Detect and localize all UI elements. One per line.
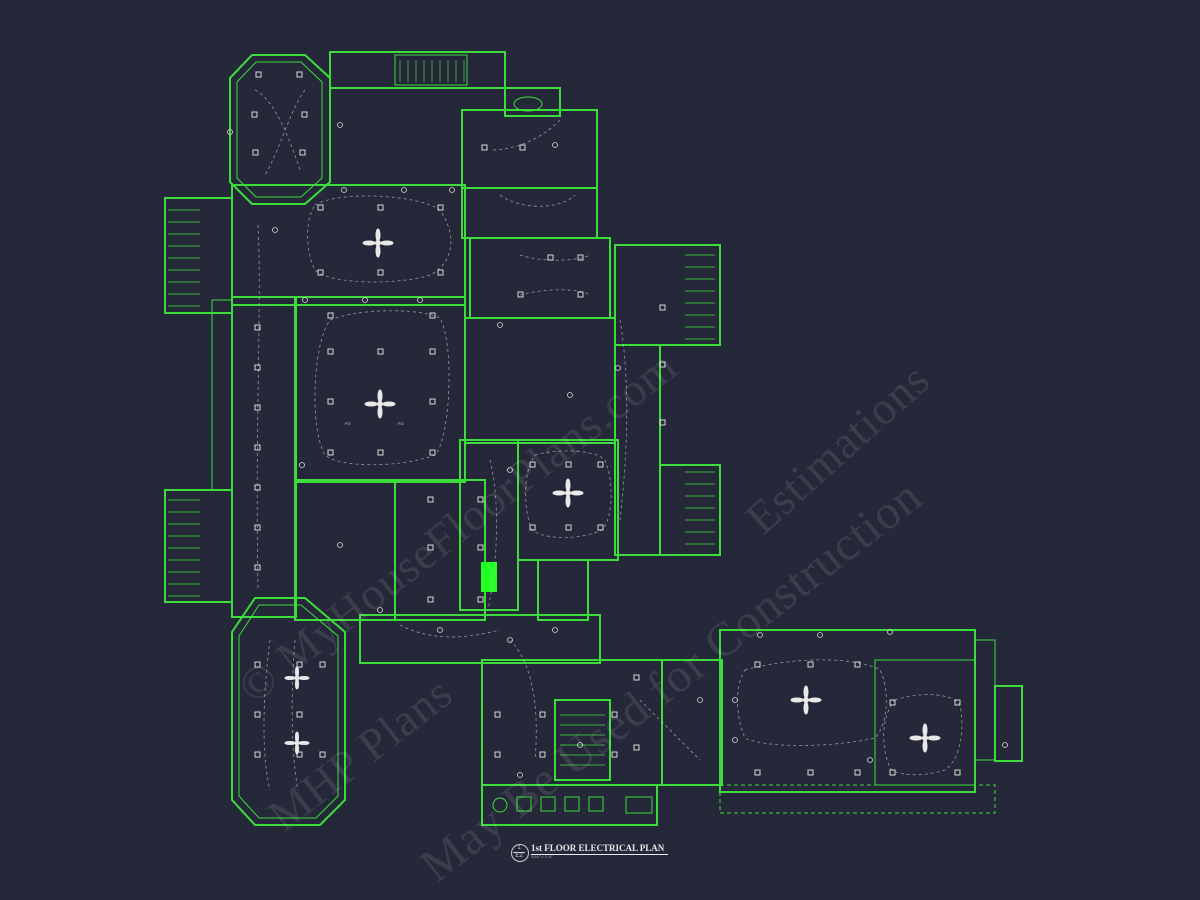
east-stair-lower bbox=[659, 464, 721, 556]
room-label: FG bbox=[398, 421, 404, 426]
east-bay bbox=[994, 685, 1023, 762]
east-porch-upper bbox=[614, 244, 721, 346]
ceiling-fan-icon bbox=[909, 723, 941, 753]
ceiling-fan-icon bbox=[362, 228, 394, 258]
tub bbox=[513, 96, 543, 112]
ceiling-fan-icon bbox=[284, 666, 310, 690]
west-stair-lower bbox=[164, 489, 233, 603]
stair-treads bbox=[168, 60, 715, 766]
west-stair-upper bbox=[164, 197, 233, 314]
title-underline bbox=[531, 854, 668, 855]
powder-room bbox=[537, 559, 589, 621]
ceiling-fan-icon bbox=[284, 731, 310, 755]
pantry bbox=[459, 439, 519, 611]
mud-hall bbox=[359, 614, 601, 664]
recessed-lights bbox=[251, 71, 961, 776]
ceiling-fan-icon bbox=[552, 478, 584, 508]
outlets bbox=[227, 122, 1008, 778]
service-stair bbox=[554, 699, 611, 781]
detail-number: 1 bbox=[517, 845, 521, 851]
drawing-title-block: 1 E2 1st FLOOR ELECTRICAL PLAN 3/16" = 1… bbox=[509, 842, 679, 866]
closet bbox=[461, 187, 598, 239]
detail-marker-circle bbox=[511, 844, 529, 862]
kitchen bbox=[394, 479, 486, 621]
room-label: FG bbox=[345, 421, 351, 426]
nw-tower-wall bbox=[229, 54, 331, 205]
walls bbox=[164, 51, 1023, 826]
utility-strip bbox=[481, 784, 658, 826]
detail-marker-divider bbox=[513, 852, 525, 853]
north-porch bbox=[329, 51, 506, 89]
drawing-title: 1st FLOOR ELECTRICAL PLAN bbox=[531, 843, 665, 853]
west-gallery bbox=[231, 296, 297, 618]
ceiling-fan-icon bbox=[364, 389, 396, 419]
ceiling-fans bbox=[284, 228, 941, 755]
sheet-number: E2 bbox=[515, 853, 523, 859]
highlighted-fixture bbox=[481, 562, 497, 592]
sw-tower-wall bbox=[231, 597, 346, 826]
drawing-scale: 3/16" = 1'-0" bbox=[531, 854, 553, 859]
ceiling-fan-icon bbox=[790, 685, 822, 715]
stair-hall bbox=[469, 237, 611, 319]
east-gallery bbox=[614, 344, 661, 556]
tub-alcove bbox=[504, 87, 561, 117]
garage bbox=[719, 629, 976, 793]
